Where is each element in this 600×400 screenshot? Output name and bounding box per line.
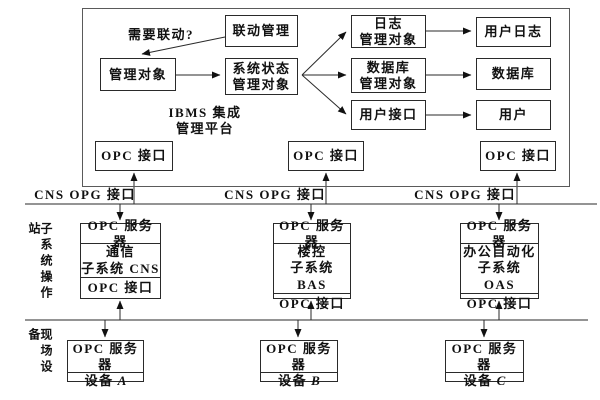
cns-opg-label-2: CNS OPG 接口 xyxy=(224,187,326,202)
opc-server-label: OPC 服务器 xyxy=(274,218,350,249)
node-database-management-object: 数据库 管理对象 xyxy=(351,58,426,93)
node-label: OPC 接口 xyxy=(101,148,167,164)
subsystem-name-line1: 楼控 xyxy=(297,244,327,259)
platform-opc-interface-3: OPC 接口 xyxy=(480,141,556,171)
side-label-field-devices: 现场设备 xyxy=(27,328,53,376)
opc-interface-label: OPC 接口 xyxy=(466,295,533,311)
node-log-management-object: 日志 管理对象 xyxy=(351,15,426,48)
node-label: OPC 接口 xyxy=(485,148,551,164)
node-user: 用户 xyxy=(476,100,551,130)
node-label: 管理对象 xyxy=(108,66,167,82)
node-linkage-management: 联动管理 xyxy=(225,15,298,47)
node-label: 用户接口 xyxy=(359,107,418,123)
platform-opc-interface-2: OPC 接口 xyxy=(288,141,364,171)
opc-interface-label: OPC 接口 xyxy=(87,280,154,296)
opc-server-label: OPC 服务器 xyxy=(446,341,523,374)
field-device-b: OPC 服务器 设备 B xyxy=(260,340,338,388)
subsystem-station-cns: OPC 服务器 通信 子系统 CNS OPC 接口 xyxy=(80,218,161,299)
opc-interface-label: OPC 接口 xyxy=(279,295,345,311)
node-user-interface: 用户接口 xyxy=(351,100,426,130)
platform-opc-interface-1: OPC 接口 xyxy=(95,141,173,171)
device-prefix: 设备 xyxy=(278,373,308,389)
device-name: 设备 A xyxy=(68,373,143,389)
device-name: 设备 B xyxy=(261,373,337,389)
node-label: OPC 接口 xyxy=(293,148,359,164)
node-label: 联动管理 xyxy=(232,23,291,39)
subsystem-station-oas: OPC 服务器 办公自动化 子系统 OAS OPC 接口 xyxy=(460,218,539,311)
node-label-line1: 数据库 xyxy=(366,59,411,75)
subsystem-name-line2: 子系统 BAS xyxy=(290,260,334,292)
field-device-a: OPC 服务器 设备 A xyxy=(67,340,144,388)
subsystem-name-line2: 子系统 OAS xyxy=(477,260,522,292)
node-label: 用户 xyxy=(498,107,528,123)
device-name: 设备 C xyxy=(446,373,523,389)
subsystem-name-line1: 办公自动化 xyxy=(463,244,536,259)
cns-opg-label-3: CNS OPG 接口 xyxy=(414,187,516,202)
subsystem-name-line1: 通信 xyxy=(105,244,135,260)
opc-server-label: OPC 服务器 xyxy=(261,341,337,374)
platform-title-line2: 管理平台 xyxy=(175,120,234,136)
cns-opg-label-1: CNS OPG 接口 xyxy=(34,187,136,202)
subsystem-name-line2: 子系统 CNS xyxy=(81,260,160,276)
opc-server-label: OPC 服务器 xyxy=(461,218,538,249)
side-label-subsystem-stations: 子系统操作站 xyxy=(27,222,53,302)
field-device-c: OPC 服务器 设备 C xyxy=(445,340,524,388)
node-label-line2: 管理对象 xyxy=(359,31,418,47)
node-label-line1: 日志 xyxy=(373,15,403,31)
opc-server-label: OPC 服务器 xyxy=(81,218,160,249)
node-label-line2: 管理对象 xyxy=(359,75,418,91)
device-prefix: 设备 xyxy=(84,373,114,389)
opc-server-label: OPC 服务器 xyxy=(68,341,143,374)
node-database: 数据库 xyxy=(476,58,551,90)
device-letter: A xyxy=(117,373,127,389)
node-system-status-management-object: 系统状态 管理对象 xyxy=(225,58,298,95)
device-letter: B xyxy=(311,373,320,389)
device-prefix: 设备 xyxy=(463,373,493,389)
node-label: 用户日志 xyxy=(484,24,543,40)
node-label-line2: 管理对象 xyxy=(232,76,291,92)
need-linkage-question: 需要联动? xyxy=(127,27,194,42)
node-management-object: 管理对象 xyxy=(100,58,176,91)
device-letter: C xyxy=(496,373,506,389)
node-label: 数据库 xyxy=(491,66,536,82)
platform-title: IBMS 集成 管理平台 xyxy=(160,105,250,136)
subsystem-station-bas: OPC 服务器 楼控 子系统 BAS OPC 接口 xyxy=(273,218,351,311)
node-label-line1: 系统状态 xyxy=(232,60,291,76)
node-user-log: 用户日志 xyxy=(476,17,551,47)
platform-title-line1: IBMS 集成 xyxy=(168,105,242,120)
ibms-platform-frame xyxy=(82,8,570,187)
